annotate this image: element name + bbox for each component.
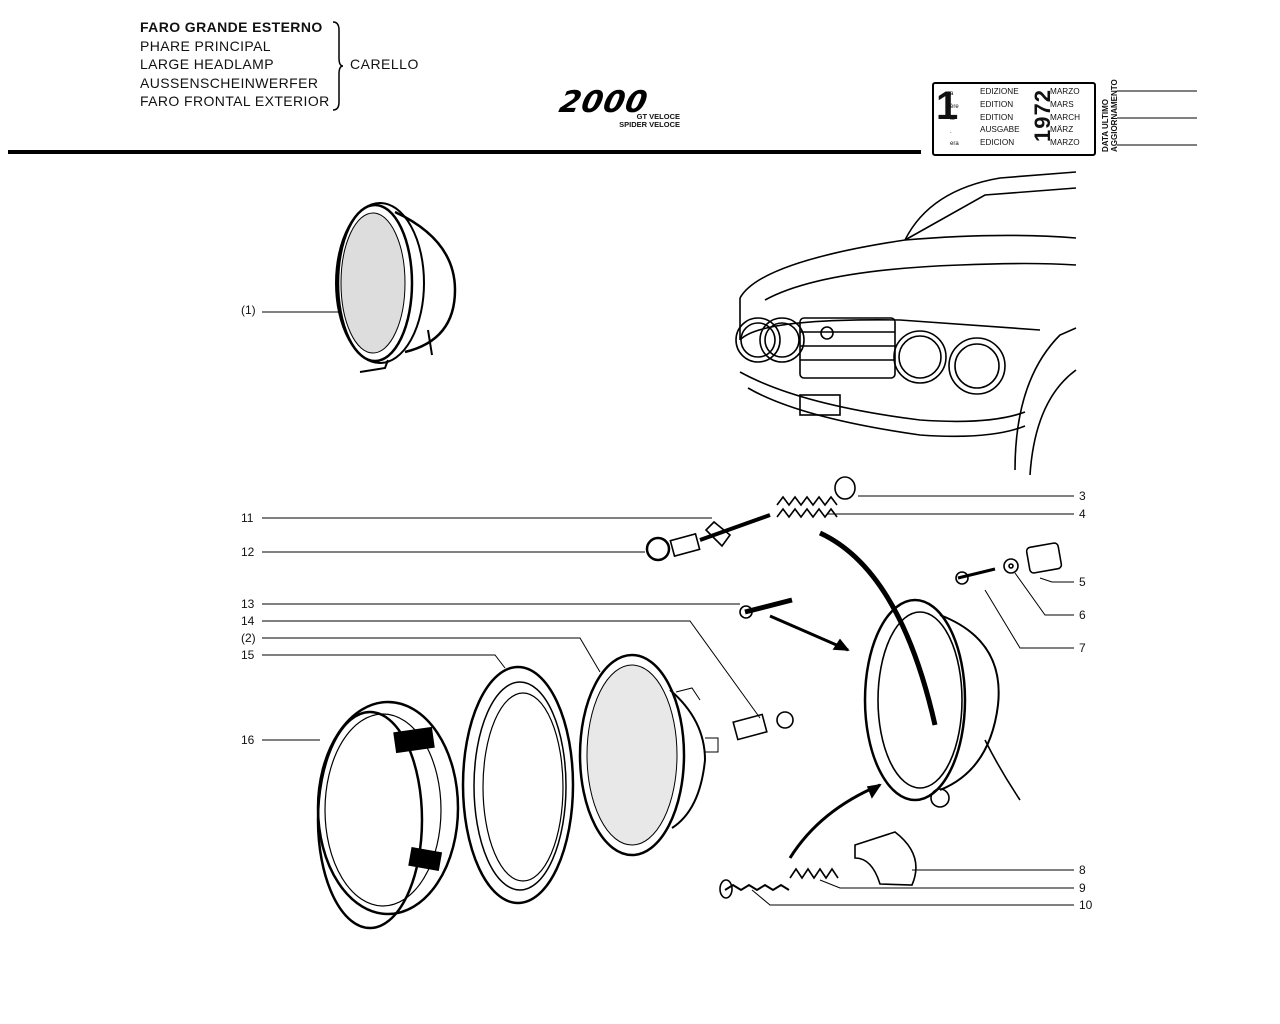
model-spider-veloce: SPIDER VELOCE [619,120,680,129]
month-fr: MARS [1050,99,1074,109]
title-spanish: FARO FRONTAL EXTERIOR [140,93,330,109]
callout-8: 8 [1079,863,1086,877]
callout-12: 12 [241,545,255,559]
exploded-parts-drawing [645,476,1063,899]
callout-13: 13 [241,597,255,611]
leader-lines [262,495,1074,906]
callout-5: 5 [1079,575,1086,589]
edition-label-en: EDITION [980,112,1014,122]
part-title-block: FARO GRANDE ESTERNO PHARE PRINCIPAL LARG… [140,18,330,111]
brace-icon [332,21,344,111]
model-names: GT VELOCE SPIDER VELOCE [618,113,680,129]
edition-ordinals: a ère st . era [950,88,959,151]
edition-box [932,82,1096,156]
callout-16: 16 [241,733,255,747]
manufacturer-name: CARELLO [350,56,419,72]
edition-label-de: AUSGABE [980,125,1020,135]
month-it: MARZO [1050,87,1080,96]
ordinal-it: a [950,91,954,97]
ordinal-fr: ère [950,103,959,110]
callout-3: 3 [1079,489,1086,503]
title-french: PHARE PRINCIPAL [140,37,271,54]
ordinal-en: st [950,116,955,122]
edition-months: MARZO MARS MARCH MÄRZ MARZO [1050,86,1080,150]
edition-label-it: EDIZIONE [980,87,1019,96]
edition-label-fr: EDITION [980,99,1014,109]
model-gt-veloce: GT VELOCE [636,112,680,121]
edition-number: 1 [936,84,959,128]
ordinal-es: era [950,141,959,147]
callout-2: (2) [241,631,256,645]
month-de: MÄRZ [1050,125,1074,135]
callout-6: 6 [1079,608,1086,622]
title-italian: FARO GRANDE ESTERNO [140,19,323,35]
rim-and-lamp-unit-drawing [316,653,719,930]
callout-4: 4 [1079,507,1086,521]
month-en: MARCH [1050,112,1081,122]
callout-10: 10 [1079,898,1093,912]
callout-11: 11 [241,511,254,525]
callout-15: 15 [241,648,255,662]
car-front-drawing [735,171,1077,476]
update-lines [1117,90,1197,146]
complete-headlamp-drawing [335,202,457,373]
header-divider [8,150,921,154]
title-german: AUSSENSCHEINWERFER [140,74,319,91]
callout-9: 9 [1079,881,1086,895]
callout-7: 7 [1079,641,1086,655]
month-es: MARZO [1050,138,1080,148]
ordinal-de: . [950,128,952,135]
edition-labels: EDIZIONE EDITION EDITION AUSGABE EDICION [980,86,1020,150]
callout-14: 14 [241,614,255,628]
edition-label-es: EDICION [980,138,1015,148]
title-english: LARGE HEADLAMP [140,56,274,72]
callout-1: (1) [241,303,256,317]
